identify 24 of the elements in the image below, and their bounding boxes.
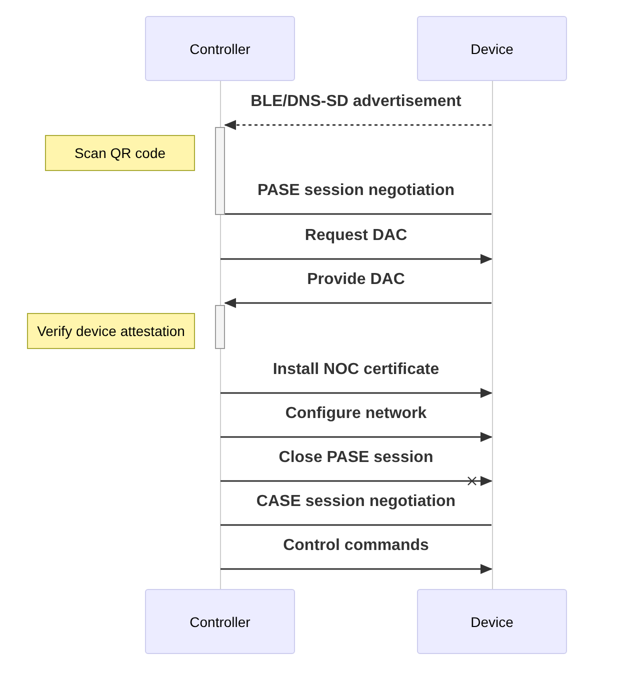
message-label: Configure network: [283, 405, 429, 423]
node-label: Device: [470, 40, 514, 56]
participant-box: [145, 16, 295, 81]
node-label: Controller: [190, 614, 250, 630]
note-box: [45, 135, 195, 171]
message-arrow: [224, 120, 492, 130]
message-arrow: [220, 476, 492, 486]
participant-box: [417, 16, 567, 81]
node-label: Scan QR code: [74, 145, 166, 161]
message-arrow: [220, 564, 492, 574]
message-arrow: [224, 298, 492, 308]
note-box: [27, 313, 195, 349]
activation-bar: [215, 305, 225, 349]
message-label: Request DAC: [302, 227, 410, 245]
node-label: Controller: [190, 40, 250, 56]
participant-box: [417, 589, 567, 654]
node-label: Device: [470, 614, 514, 630]
message-arrow: [220, 388, 492, 398]
message-label: CASE session negotiation: [254, 493, 458, 511]
message-arrow: [220, 254, 492, 264]
activation-bar: [215, 127, 225, 215]
node-label: Verify device attestation: [37, 323, 185, 339]
message-arrow: [220, 432, 492, 442]
participant-box: [145, 589, 295, 654]
